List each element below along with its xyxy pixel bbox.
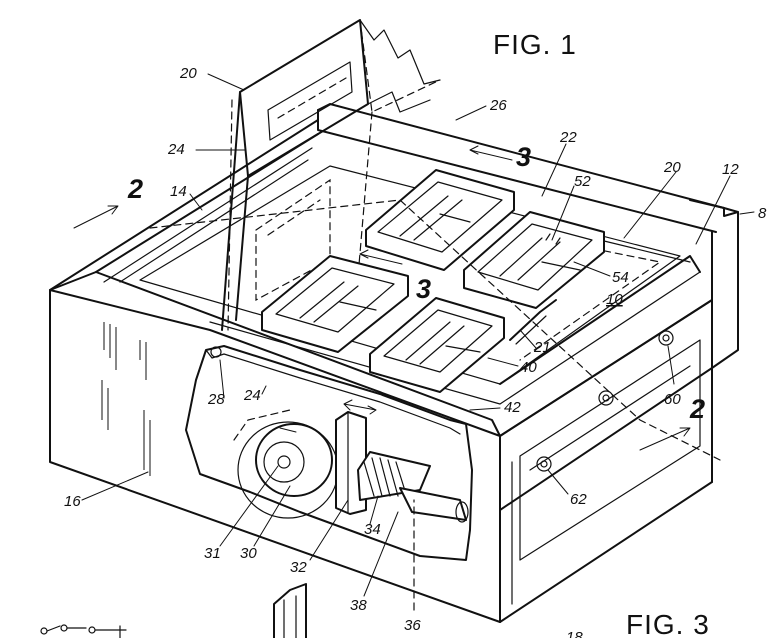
drive-wheel [256, 424, 332, 496]
figure-title: FIG. 1 [493, 29, 577, 60]
lid-inner-edge [236, 176, 248, 320]
lid-phantom-top [360, 20, 440, 112]
ref-label: 22 [559, 129, 577, 146]
section-arrow-right [640, 428, 690, 450]
ref-label: 42 [504, 399, 521, 416]
ref-label: 16 [64, 493, 81, 510]
ref-label: 21 [533, 339, 551, 356]
section-numeral: 3 [516, 142, 531, 172]
ref-label: 31 [204, 545, 221, 562]
receptacle-front-left [262, 256, 408, 352]
ref-label: 54 [612, 269, 629, 286]
section-arrow-3-top [470, 146, 512, 160]
ref-label: 12 [722, 161, 739, 178]
ref-label: 60 [664, 391, 681, 408]
partial-component [274, 584, 306, 638]
lid-phantom-window-inner [268, 200, 320, 235]
ref-label: 32 [290, 559, 307, 576]
ref-label: 24 [167, 141, 185, 158]
ref-label: 24 [243, 387, 261, 404]
ref-label: 8 [758, 205, 767, 222]
section-arrow-left [74, 206, 118, 228]
partial-component-detail [284, 596, 296, 638]
ref-label: 62 [570, 491, 587, 508]
ref-label: 38 [350, 597, 367, 614]
ref-label: 18 [566, 629, 583, 638]
ref-label: 20 [663, 159, 681, 176]
section-numeral: 2 [689, 394, 705, 424]
ref-label: 36 [404, 617, 421, 634]
receptacle-front-right [370, 298, 504, 392]
ref-label: 26 [489, 97, 507, 114]
lid-inner-panel [268, 62, 352, 140]
ref-label: 34 [364, 521, 381, 538]
ref-label: 14 [170, 183, 187, 200]
ref-label: 52 [574, 173, 591, 190]
ref-label: 28 [207, 391, 225, 408]
partial-circuit [41, 625, 126, 638]
section-numeral: 2 [127, 174, 143, 204]
ref-label: 30 [240, 545, 257, 562]
ref-label: 40 [520, 359, 537, 376]
ref-label: 20 [179, 65, 197, 82]
ref-label: 10 [606, 291, 623, 308]
housing-left-rail [104, 148, 312, 282]
lid-torn-edge [360, 20, 440, 84]
section-numeral: 3 [416, 274, 431, 304]
figure-title-next: FIG. 3 [626, 609, 710, 638]
